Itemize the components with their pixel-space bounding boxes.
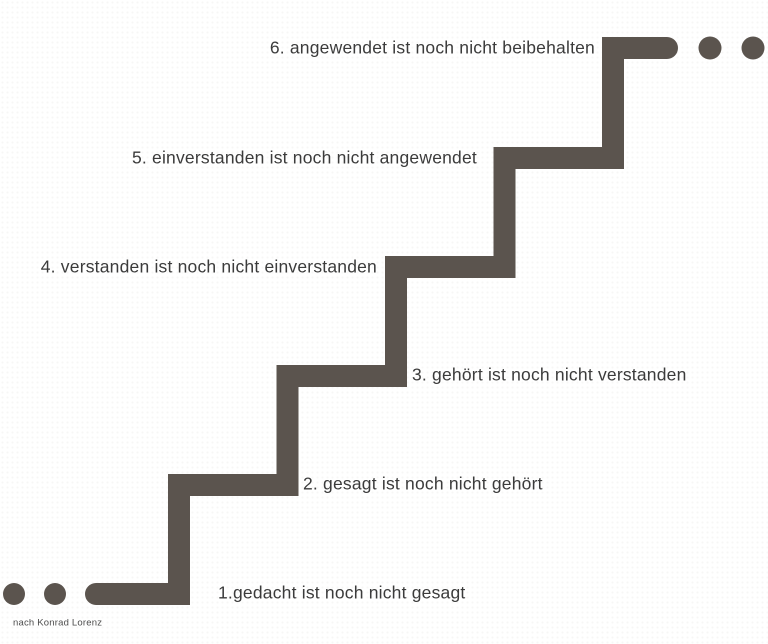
- step-label-3: 3. gehört ist noch nicht verstanden: [412, 364, 687, 385]
- attribution-caption: nach Konrad Lorenz: [13, 617, 103, 629]
- step-label-5: 5. einverstanden ist noch nicht angewend…: [131, 147, 477, 168]
- step-label-2: 2. gesagt ist noch nicht gehört: [303, 473, 543, 494]
- step-label-1: 1.gedacht ist noch nicht gesagt: [218, 582, 466, 603]
- trailing-ellipsis-dot-2: [741, 36, 765, 60]
- step-label-4: 4. verstanden ist noch nicht einverstand…: [40, 256, 377, 277]
- trailing-ellipsis-dot-1: [698, 36, 722, 60]
- leading-ellipsis-dot-2: [44, 583, 66, 605]
- staircase-shape: [85, 37, 678, 605]
- leading-ellipsis-dot-1: [3, 583, 25, 605]
- step-label-6: 6. angewendet ist noch nicht beibehalten: [269, 37, 595, 58]
